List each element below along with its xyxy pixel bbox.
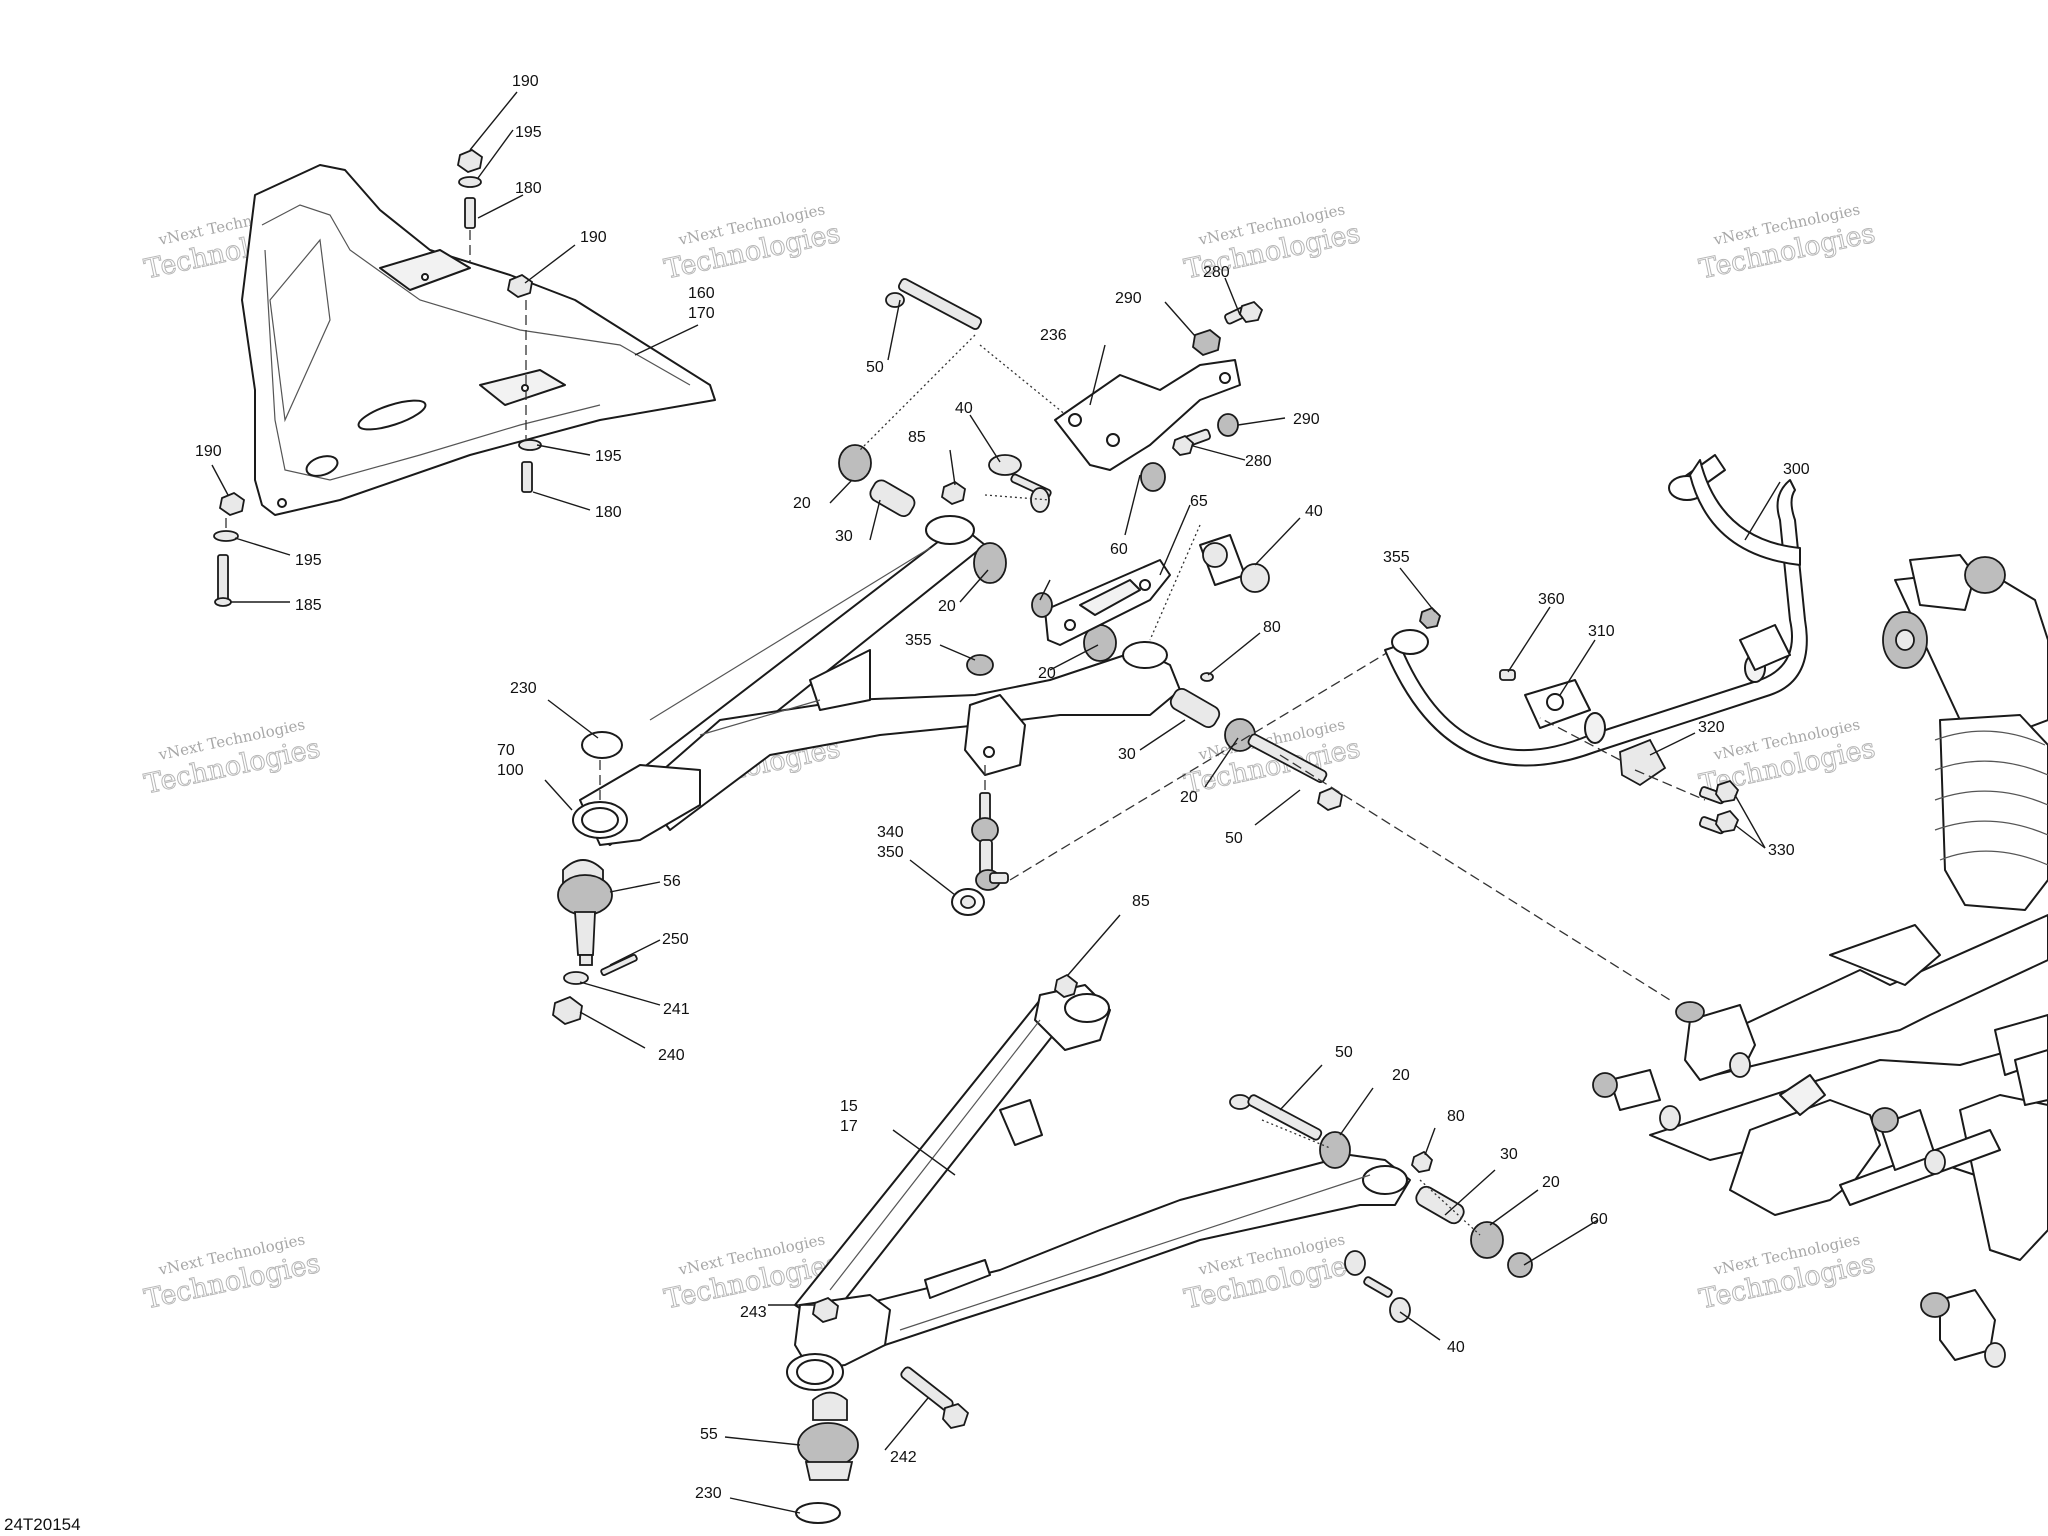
callout-label: 300	[1783, 461, 1810, 478]
callout-label: 310	[1588, 623, 1615, 640]
callout-label: 55	[700, 1426, 718, 1443]
callout-label: 40	[1305, 503, 1323, 520]
callout-label: 160	[688, 285, 715, 302]
callout-label: 240	[658, 1047, 685, 1064]
callout-label: 180	[595, 504, 622, 521]
callout-label: 355	[1383, 549, 1410, 566]
mounting-bracket	[1054, 300, 1264, 492]
callout-label: 320	[1698, 719, 1725, 736]
callout-label: 180	[515, 180, 542, 197]
callout-label: 65	[1190, 493, 1208, 510]
callout-label: 242	[890, 1449, 917, 1466]
callout-label: 40	[1447, 1339, 1465, 1356]
callout-label: 236	[1040, 327, 1067, 344]
callout-label: 350	[877, 844, 904, 861]
callout-label: 15	[840, 1098, 858, 1115]
shock-bracket	[1031, 534, 1270, 646]
lower-arm-hardware	[795, 1094, 1533, 1524]
callout-label: 56	[663, 873, 681, 890]
callout-label: 243	[740, 1304, 767, 1321]
callout-label: 340	[877, 824, 904, 841]
callout-label: 80	[1447, 1108, 1465, 1125]
callout-label: 20	[938, 598, 956, 615]
callout-label: 100	[497, 762, 524, 779]
callout-label: 40	[955, 400, 973, 417]
callout-label: 17	[840, 1118, 858, 1135]
lower-a-arm	[786, 973, 1411, 1391]
callout-label: 20	[1542, 1174, 1560, 1191]
callout-label: 50	[1335, 1044, 1353, 1061]
callout-label: 185	[295, 597, 322, 614]
skid-plate-hardware	[213, 148, 542, 607]
upper-arm-hardware	[838, 278, 1343, 811]
callout-label: 85	[908, 429, 926, 446]
callout-label: 250	[662, 931, 689, 948]
skid-plate	[241, 164, 716, 516]
callout-label: 20	[1038, 665, 1056, 682]
callout-label: 290	[1293, 411, 1320, 428]
callout-label: 50	[1225, 830, 1243, 847]
callout-label: 30	[1118, 746, 1136, 763]
callout-label: 190	[580, 229, 607, 246]
callout-label: 85	[1132, 893, 1150, 910]
callout-label: 70	[497, 742, 515, 759]
callout-label: 355	[905, 632, 932, 649]
leader-lines	[211, 91, 1781, 1514]
upper-ball-joint	[552, 731, 638, 1026]
stabilizer-link	[951, 644, 1401, 916]
callout-label: 330	[1768, 842, 1795, 859]
callout-label: 20	[1180, 789, 1198, 806]
callout-label: 30	[1500, 1146, 1518, 1163]
callout-label: 195	[295, 552, 322, 569]
suspension-frame	[1592, 914, 2048, 1368]
callout-label: 80	[1263, 619, 1281, 636]
callout-label: 20	[1392, 1067, 1410, 1084]
callout-label: 195	[595, 448, 622, 465]
callout-label: 50	[866, 359, 884, 376]
callout-label: 190	[512, 73, 539, 90]
callout-label: 60	[1110, 541, 1128, 558]
stabilizer-bar	[1279, 454, 1808, 1001]
shock-absorber	[1882, 554, 2048, 911]
diagram-reference-number: 24T20154	[4, 1515, 81, 1534]
callout-label: 20	[793, 495, 811, 512]
callout-label: 230	[510, 680, 537, 697]
callout-label: 230	[695, 1485, 722, 1502]
callout-label: 195	[515, 124, 542, 141]
callout-labels: 190 195 180 190 160 170 190 195 180 195 …	[195, 73, 1810, 1502]
callout-label: 170	[688, 305, 715, 322]
callout-label: 290	[1115, 290, 1142, 307]
callout-label: 280	[1245, 453, 1272, 470]
callout-label: 190	[195, 443, 222, 460]
callout-label: 30	[835, 528, 853, 545]
callout-label: 241	[663, 1001, 690, 1018]
callout-label: 360	[1538, 591, 1565, 608]
callout-label: 280	[1203, 264, 1230, 281]
upper-a-arm	[574, 515, 1181, 846]
callout-label: 60	[1590, 1211, 1608, 1228]
